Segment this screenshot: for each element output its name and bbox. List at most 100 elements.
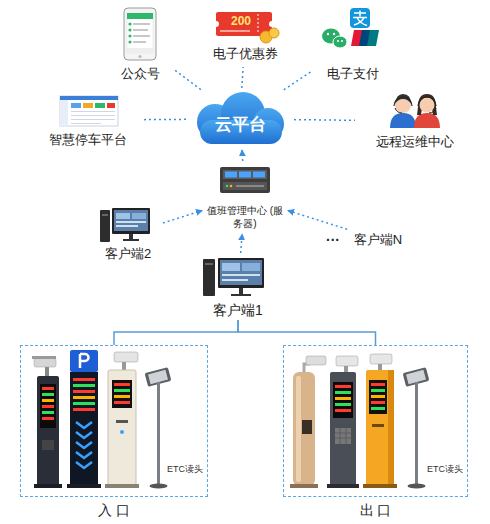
gate-camera-column — [42, 393, 54, 396]
gate-display-column — [73, 384, 95, 387]
dotted-connector — [241, 150, 243, 161]
computer-icon — [132, 213, 146, 219]
gate-display-column — [67, 484, 101, 488]
computer-icon — [116, 225, 138, 227]
node-label: 客户端2 — [105, 246, 151, 262]
computer-icon — [116, 213, 130, 219]
dashboard-icon — [95, 103, 105, 108]
gate-camera-column — [371, 401, 385, 404]
computer-icon — [205, 263, 213, 265]
coupon-amount: 200 — [231, 14, 251, 28]
gate-camera-column — [112, 380, 132, 408]
payment-icons — [367, 30, 379, 46]
gate-camera-column — [306, 356, 326, 365]
phone-icon — [133, 29, 148, 31]
server-device — [226, 185, 229, 188]
dotted-connector — [163, 211, 202, 223]
node-label: 远程运维中心 — [376, 134, 454, 150]
computer-icon — [220, 260, 262, 285]
phone-icon — [127, 13, 153, 19]
gate-camera-column — [114, 389, 130, 392]
server-node: 值班管理中心 (服务器) — [206, 164, 284, 230]
server-device — [220, 167, 270, 193]
computer-icon — [123, 239, 139, 241]
phone-icon — [127, 48, 153, 53]
device-label: ETC读头 — [427, 464, 463, 475]
gate-camera-column — [290, 356, 326, 488]
operators-icon — [418, 97, 436, 106]
cloud-node: 云平台 — [190, 92, 290, 146]
operators-icon — [394, 97, 412, 106]
operators-icon — [414, 113, 440, 128]
node-label: 云平台 — [215, 115, 266, 135]
operators-icon — [395, 97, 411, 113]
gate-camera-column — [327, 484, 359, 488]
computer-icon — [114, 210, 148, 231]
server-device — [236, 185, 264, 187]
gate-camera-column — [37, 376, 59, 486]
dashboard-icon — [107, 103, 115, 108]
server-device — [225, 172, 237, 178]
etc-reader — [415, 382, 418, 484]
server-device — [230, 185, 233, 188]
client-node: 客户端2 — [96, 206, 160, 262]
dotted-connector — [143, 119, 186, 121]
coupon-icon — [213, 21, 219, 27]
dotted-connector — [242, 67, 243, 88]
gate-camera-column — [116, 420, 128, 423]
dotted-connector — [288, 211, 347, 230]
gate-camera-column — [335, 397, 351, 400]
dashboard-icon — [71, 119, 115, 120]
payment-icons — [353, 11, 367, 26]
phone-icon — [128, 34, 131, 37]
phone-icon — [133, 41, 146, 43]
node-label: 客户端N — [354, 232, 402, 248]
gate-display-column — [76, 422, 92, 468]
phone-icon — [124, 8, 156, 60]
gate-camera-column — [335, 385, 351, 388]
gate-display-column — [70, 372, 98, 486]
payment-icons — [350, 8, 370, 28]
exit-region: ETC读头出 口 — [283, 345, 468, 497]
node-label: 电子支付 — [327, 66, 379, 82]
computer-icon — [239, 288, 243, 294]
dashboard-icon — [71, 103, 81, 108]
operators-icon — [417, 94, 437, 115]
gate-camera-column — [32, 356, 62, 488]
gate-camera-column — [40, 384, 56, 428]
computer-icon — [222, 274, 260, 276]
operators-icon — [390, 113, 416, 128]
gate-display-column — [73, 390, 95, 393]
device-label: ETC读头 — [167, 464, 203, 475]
dashboard-icon — [60, 96, 118, 126]
gate-camera-column — [42, 417, 54, 420]
gate-camera-column — [371, 383, 385, 386]
payment-icons — [333, 33, 335, 35]
payment-icons — [337, 40, 339, 42]
computer-icon — [231, 294, 251, 296]
client-node: 客户端1 — [200, 256, 276, 318]
gate-camera-column — [114, 395, 130, 398]
ellipsis-mark: ··· — [326, 232, 340, 248]
icon-node: 公众号 — [110, 6, 170, 82]
dotted-connector — [294, 119, 355, 121]
gate-camera-column — [302, 420, 312, 434]
entrance-region: ETC读头入 口 — [20, 345, 208, 497]
gate-display-column — [73, 378, 95, 381]
gate-camera-column — [335, 428, 351, 444]
etc-reader — [157, 382, 160, 484]
gate-display-column — [80, 354, 89, 368]
gate-camera-column — [296, 376, 301, 482]
icon-node: 远程运维中心 — [360, 92, 470, 150]
phone-icon — [133, 35, 150, 37]
phone-icon — [133, 23, 150, 25]
node-label: 智慧停车平台 — [49, 132, 127, 148]
gate-camera-column — [366, 370, 394, 486]
node-label: 电子优惠券 — [213, 46, 278, 62]
gate-camera-column — [371, 389, 385, 392]
dashboard-icon — [60, 100, 68, 126]
phone-icon — [128, 28, 131, 31]
payment-icons — [333, 36, 347, 48]
